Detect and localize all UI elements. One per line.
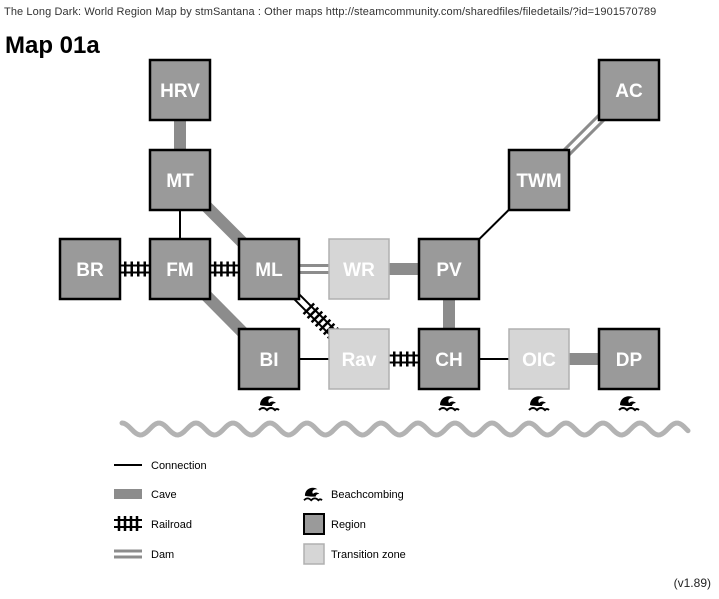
legend-railroad-label: Railroad bbox=[151, 519, 192, 531]
region-node-pv: PV bbox=[417, 237, 481, 301]
legend-region-swatch bbox=[303, 513, 325, 535]
region-node-twm: TWM bbox=[507, 148, 571, 212]
region-node-hrv: HRV bbox=[148, 58, 212, 122]
region-label: MT bbox=[166, 171, 194, 192]
beachcombing-icon bbox=[303, 486, 323, 502]
region-label: PV bbox=[436, 260, 462, 281]
region-label: Rav bbox=[342, 350, 377, 371]
version-label: (v1.89) bbox=[673, 576, 711, 590]
legend-connection-label: Connection bbox=[151, 460, 207, 472]
region-box bbox=[237, 237, 301, 301]
region-box bbox=[148, 148, 212, 212]
beachcombing-icon bbox=[618, 395, 640, 411]
region-box bbox=[58, 237, 122, 301]
region-node-mt: MT bbox=[148, 148, 212, 212]
region-node-rav: Rav bbox=[328, 328, 390, 390]
region-label: OIC bbox=[522, 350, 556, 371]
region-box bbox=[237, 327, 301, 391]
region-box bbox=[148, 237, 212, 301]
legend-cave-label: Cave bbox=[151, 489, 177, 501]
region-label: BR bbox=[76, 260, 104, 281]
region-node-bi: BI bbox=[237, 327, 301, 391]
header-credit: The Long Dark: World Region Map by stmSa… bbox=[4, 6, 657, 18]
region-box bbox=[328, 328, 390, 390]
region-box bbox=[597, 327, 661, 391]
region-node-fm: FM bbox=[148, 237, 212, 301]
legend-beachcombing-label: Beachcombing bbox=[331, 489, 404, 501]
region-label: TWM bbox=[516, 171, 561, 192]
region-node-ch: CH bbox=[417, 327, 481, 391]
region-box bbox=[328, 238, 390, 300]
region-node-dp: DP bbox=[597, 327, 661, 391]
region-box bbox=[508, 328, 570, 390]
legend-cave-swatch bbox=[114, 489, 142, 499]
legend-dam-swatch bbox=[114, 549, 142, 559]
region-box bbox=[417, 327, 481, 391]
beachcombing-icon bbox=[258, 395, 280, 411]
legend-railroad-swatch bbox=[114, 516, 142, 531]
map-title: Map 01a bbox=[5, 32, 100, 59]
region-node-wr: WR bbox=[328, 238, 390, 300]
region-box bbox=[597, 58, 661, 122]
region-node-br: BR bbox=[58, 237, 122, 301]
region-label: CH bbox=[435, 350, 462, 371]
nodes-layer: HRV MT BR FM ML WR PV TWM AC BI Rav CH OIC DP bbox=[58, 58, 661, 391]
region-box bbox=[507, 148, 571, 212]
beachcombing-icon bbox=[528, 395, 550, 411]
legend-dam-label: Dam bbox=[151, 549, 174, 561]
region-node-oic: OIC bbox=[508, 328, 570, 390]
legend-region-label: Region bbox=[331, 519, 366, 531]
beachcombing-icon bbox=[438, 395, 460, 411]
region-label: HRV bbox=[160, 81, 200, 102]
legend: Connection Cave Railroad Dam Beachcombin… bbox=[114, 460, 406, 565]
region-label: DP bbox=[616, 350, 643, 371]
region-label: FM bbox=[166, 260, 193, 281]
region-label: ML bbox=[255, 260, 283, 281]
legend-transition-swatch bbox=[303, 543, 325, 565]
sea-wave bbox=[119, 420, 691, 438]
region-node-ml: ML bbox=[237, 237, 301, 301]
region-label: AC bbox=[615, 81, 643, 102]
region-box bbox=[148, 58, 212, 122]
legend-transition-label: Transition zone bbox=[331, 549, 406, 561]
links-layer bbox=[90, 86, 633, 367]
region-label: WR bbox=[343, 260, 375, 281]
region-label: BI bbox=[260, 350, 279, 371]
region-node-ac: AC bbox=[597, 58, 661, 122]
region-box bbox=[417, 237, 481, 301]
beach-layer bbox=[258, 395, 640, 411]
